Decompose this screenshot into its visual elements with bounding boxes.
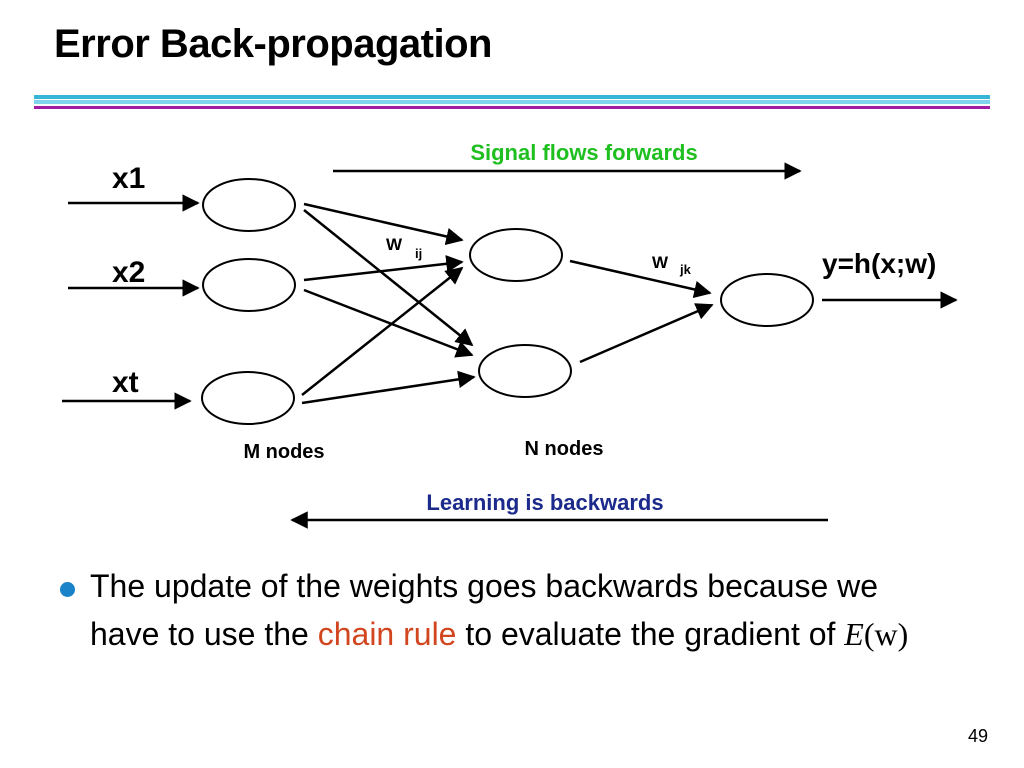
output-node	[720, 273, 814, 327]
edge-h2-out	[579, 303, 714, 364]
edge-in2-h2	[303, 288, 474, 358]
n-nodes-label: N nodes	[525, 438, 604, 460]
title-divider-bottom	[34, 106, 990, 109]
bullet-text: The update of the weights goes backwards…	[90, 562, 950, 658]
math-symbol-e: E	[844, 616, 864, 652]
weight-jk-sub: jk	[679, 262, 692, 277]
edge-in3-h2	[301, 370, 476, 405]
bullet-text-before: The update of the weights goes backwards…	[90, 568, 879, 652]
weight-jk-base: W	[652, 253, 669, 272]
input-node-2	[202, 258, 296, 312]
edge-in2-h1	[303, 255, 464, 282]
input-node-1	[202, 178, 296, 232]
network-diagram: Signal flows forwards x1 x2 xt W ij W jk…	[62, 140, 958, 529]
weight-ij-base: W	[386, 235, 403, 254]
input-node-3	[201, 371, 295, 425]
slide-title: Error Back-propagation	[54, 22, 492, 66]
bullet-text-after: to evaluate the gradient of	[456, 616, 845, 652]
chain-rule-highlight: chain rule	[317, 616, 457, 652]
weight-ij-sub: ij	[415, 246, 422, 261]
title-divider-middle	[34, 100, 990, 104]
title-divider-top	[34, 95, 990, 99]
hidden-node-1	[469, 228, 563, 282]
edge-in1-h2	[303, 209, 474, 347]
math-argument: (w)	[863, 616, 909, 652]
edge-in3-h1	[301, 266, 464, 396]
edge-h1-out	[569, 259, 712, 299]
bullet-dot-icon	[60, 582, 75, 597]
learning-label: Learning is backwards	[426, 490, 663, 515]
input-label-xt: xt	[112, 366, 139, 399]
hidden-node-2	[478, 344, 572, 398]
input-label-x1: x1	[112, 162, 145, 195]
m-nodes-label: M nodes	[243, 441, 324, 463]
edge-in1-h1	[303, 202, 464, 246]
output-formula: y=h(x;w)	[822, 248, 936, 279]
page-number: 49	[967, 726, 988, 746]
input-label-x2: x2	[112, 256, 145, 289]
signal-flow-label: Signal flows forwards	[470, 140, 697, 165]
math-expression: E(w)	[844, 616, 908, 652]
